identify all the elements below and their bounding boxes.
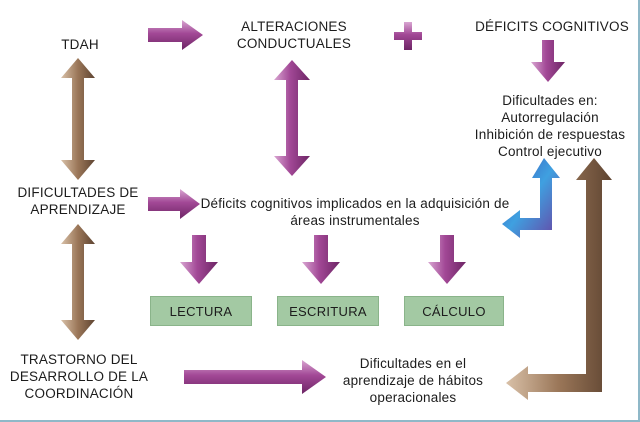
arrow-blue-to-dificultades — [502, 158, 560, 238]
node-tdah: TDAH — [61, 37, 99, 52]
plus-icon — [394, 22, 422, 50]
node-alteraciones: ALTERACIONES CONDUCTUALES — [236, 19, 352, 51]
node-dificultades-aprendizaje: DIFICULTADES DE APRENDIZAJE — [17, 185, 139, 217]
arrow-habitos-to-dificultades-en — [506, 158, 612, 400]
node-trastorno: TRASTORNO DEL DESARROLLO DE LA COORDINAC… — [9, 352, 149, 401]
box-calculo: CÁLCULO — [404, 296, 504, 326]
arrow-dificultades-to-deficits — [148, 189, 200, 219]
arrow-to-escritura — [302, 235, 340, 284]
node-deficits-cognitivos: DÉFICITS COGNITIVOS — [475, 19, 629, 34]
node-deficits-implicados: Déficits cognitivos implicados en la adq… — [200, 196, 510, 228]
arrow-dificultades-trastorno — [61, 224, 95, 340]
arrow-tdah-to-alteraciones — [148, 20, 203, 50]
arrow-deficits-down — [531, 40, 565, 82]
box-escritura: ESCRITURA — [277, 296, 379, 326]
box-lectura: LECTURA — [150, 296, 252, 326]
arrow-alteraciones-deficits — [274, 60, 310, 176]
node-dificultades-en: Dificultades en: Autorregulación Inhibic… — [474, 93, 626, 159]
arrow-to-calculo — [428, 235, 466, 284]
arrow-trastorno-to-habitos — [184, 360, 326, 394]
node-dificultades-habitos: Dificultades en el aprendizaje de hábito… — [342, 356, 484, 405]
arrow-to-lectura — [180, 235, 218, 284]
arrow-tdah-dificultades — [61, 58, 95, 180]
